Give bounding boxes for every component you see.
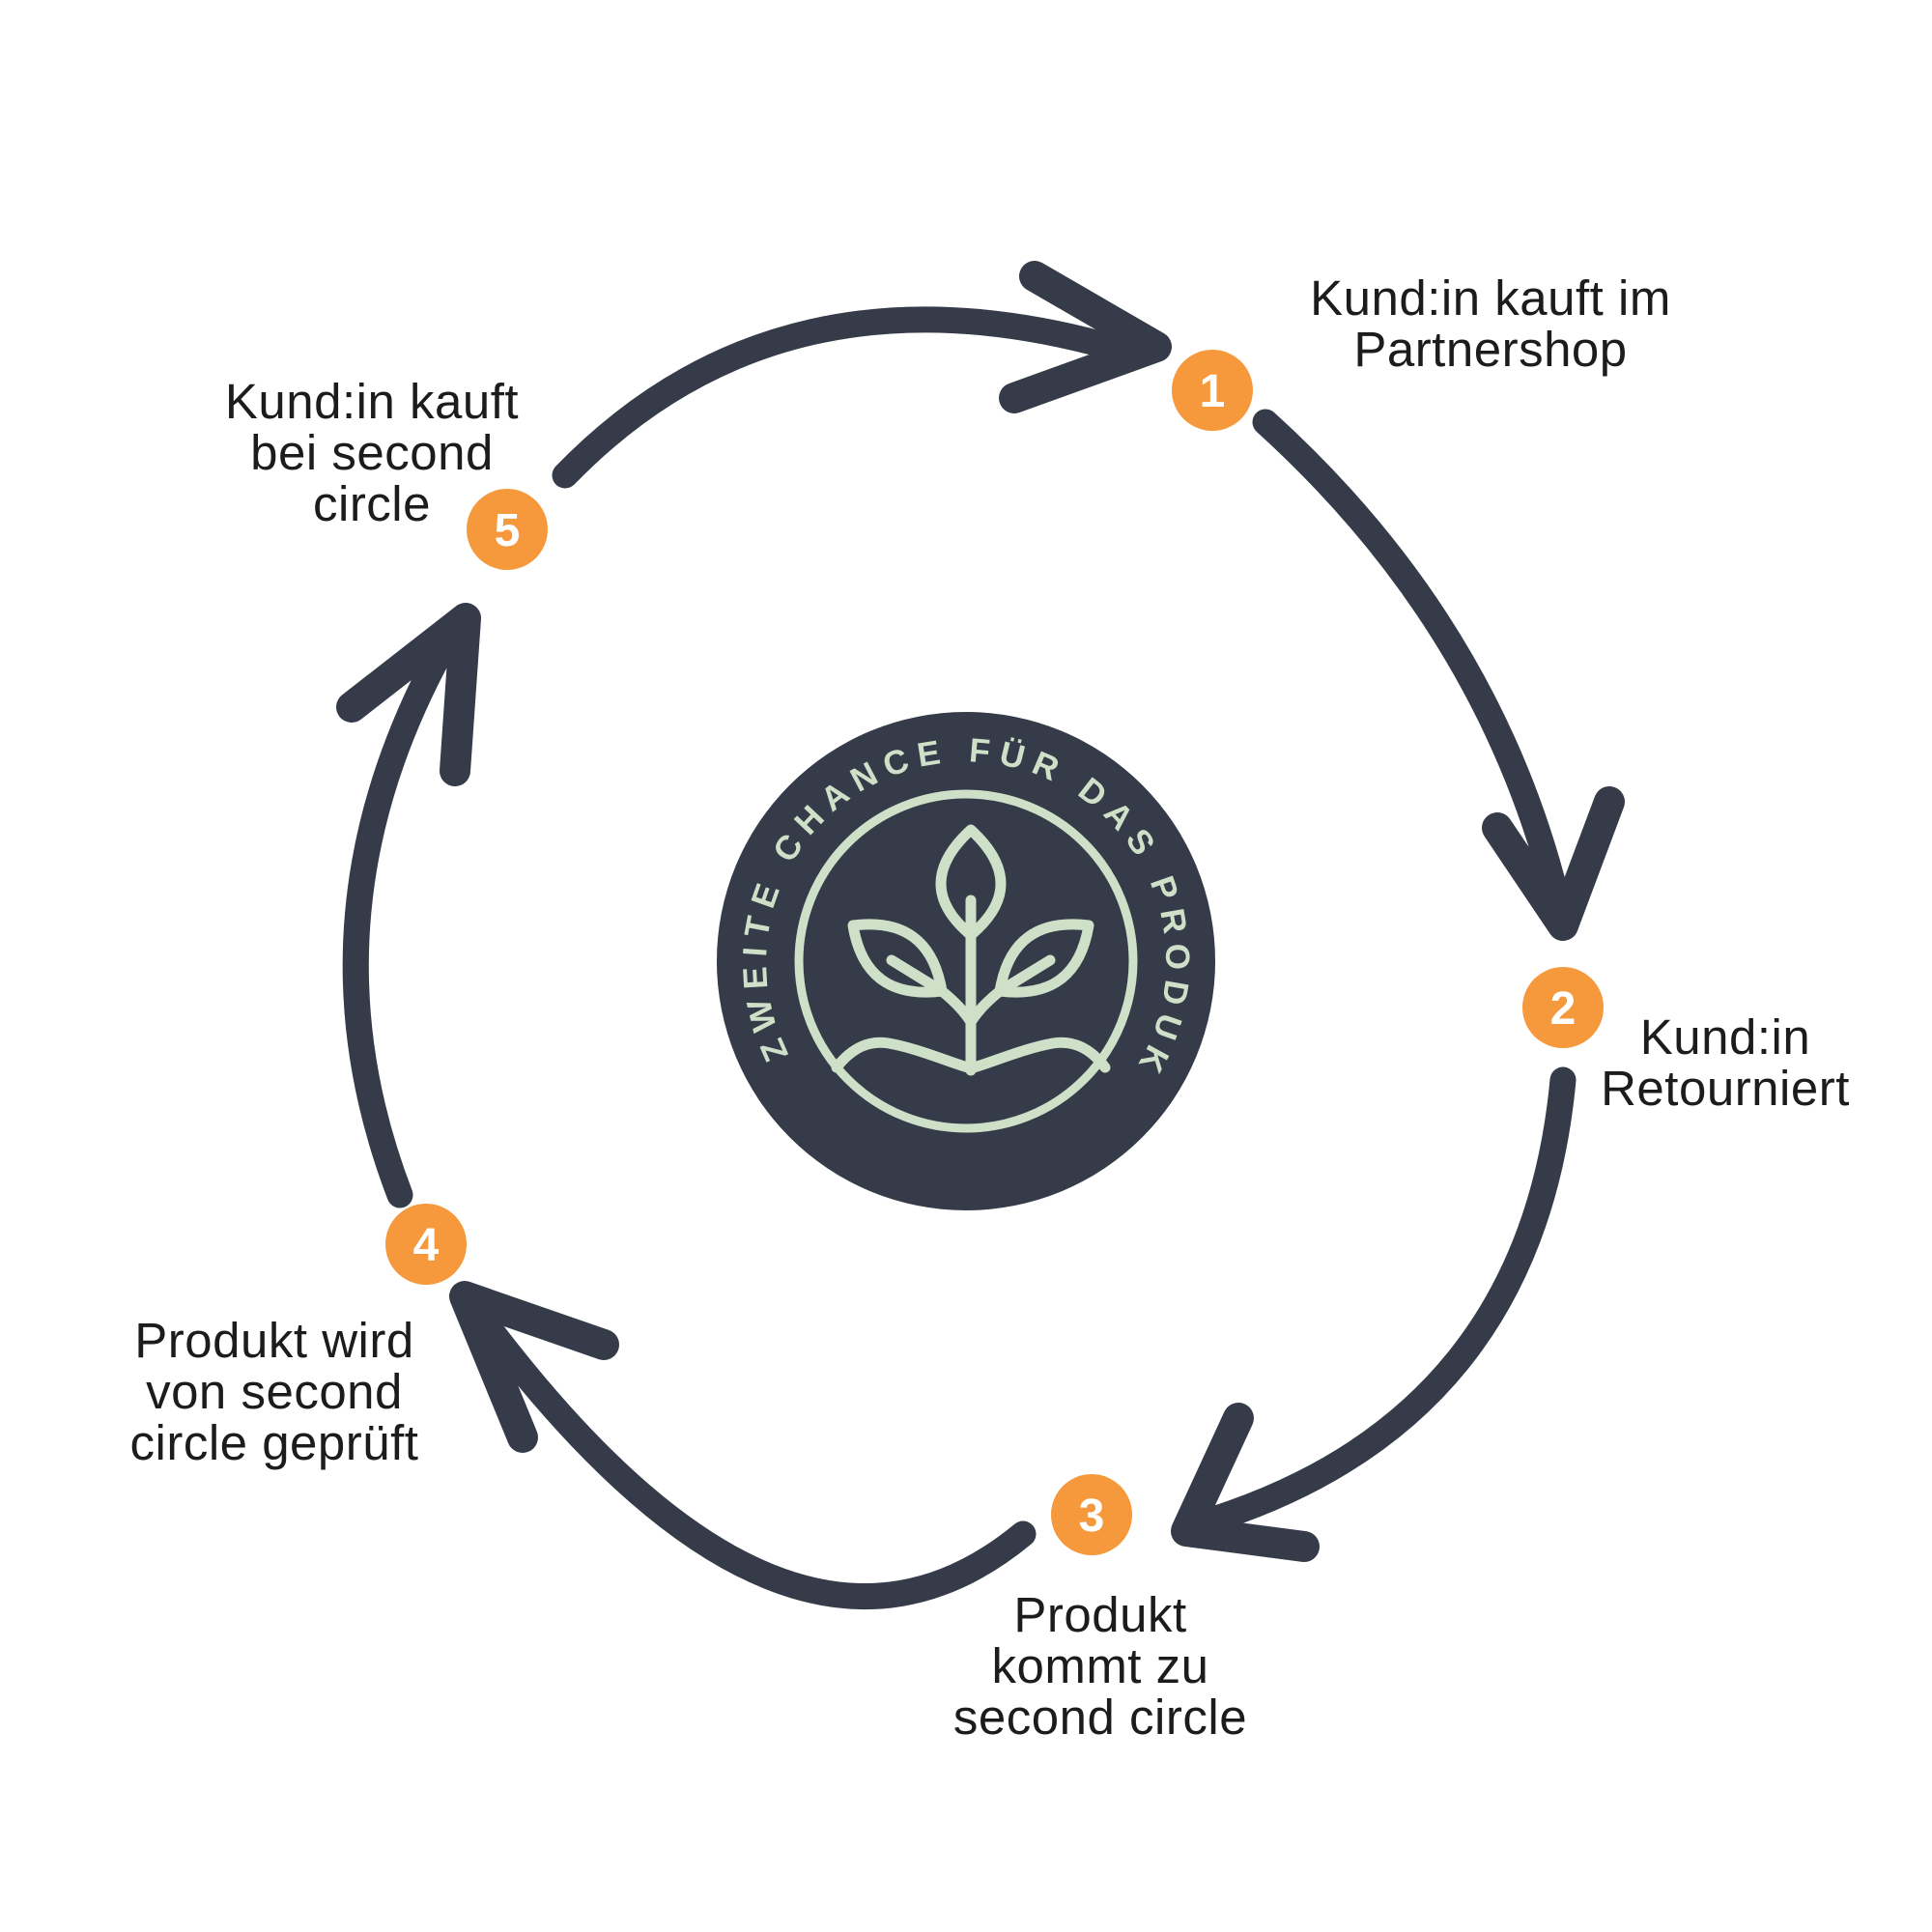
badge-inner-ring: [794, 789, 1138, 1133]
step-5-label: Kund:in kauft bei second circle: [224, 374, 520, 531]
arrow-1-to-2: [1252, 409, 1625, 941]
arrow-3-to-4: [449, 1281, 1037, 1610]
step-4-label: Produkt wird von second circle geprüft: [129, 1313, 419, 1470]
step-marker-2: 2: [1522, 967, 1604, 1048]
step-3-label: Produkt kommt zu second circle: [952, 1587, 1248, 1745]
arrow-5-to-1: [552, 261, 1172, 489]
center-badge: ZWEITE CHANCE FÜR DAS PRODUKT: [0, 0, 1215, 1210]
step-marker-5: 5: [467, 489, 548, 570]
step-1-label: Kund:in kauft im Partnershop: [1310, 270, 1671, 377]
svg-text:4: 4: [413, 1220, 440, 1271]
svg-text:3: 3: [1079, 1491, 1105, 1542]
arrow-4-to-5: [336, 603, 481, 1208]
step-marker-3: 3: [1051, 1474, 1132, 1555]
step-marker-1: 1: [1172, 350, 1253, 431]
svg-text:5: 5: [495, 505, 521, 556]
svg-text:1: 1: [1200, 366, 1226, 417]
plant-sprout-icon: [831, 824, 1111, 1076]
step-2-label: Kund:in Retourniert: [1601, 1009, 1850, 1116]
svg-text:2: 2: [1550, 983, 1577, 1035]
arrow-2-to-3: [1171, 1066, 1577, 1562]
step-marker-4: 4: [385, 1204, 467, 1285]
